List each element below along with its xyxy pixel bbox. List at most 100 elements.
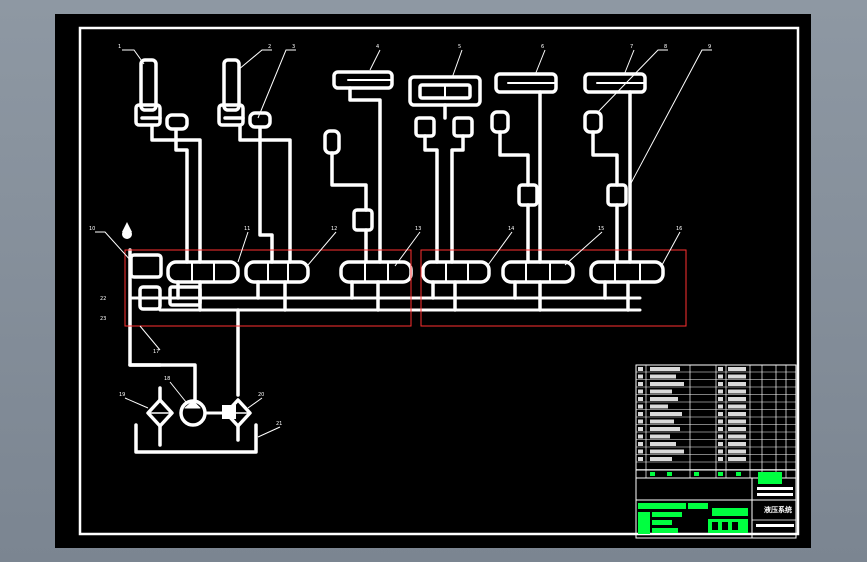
leader-label-15: 15 xyxy=(598,226,604,232)
revision-block xyxy=(758,472,782,484)
parts-list-entry-mark xyxy=(650,427,680,431)
leader-label-23: 23 xyxy=(100,316,106,322)
parts-list-index-mark xyxy=(638,434,643,439)
parts-list-qty-mark xyxy=(718,449,723,454)
parts-list-name-mark xyxy=(728,397,746,401)
parts-list-name-mark xyxy=(728,367,746,371)
cylinder-3 xyxy=(332,70,394,90)
parts-list-grid xyxy=(645,365,787,478)
parts-list-name-mark xyxy=(728,389,746,394)
parts-list-index-mark xyxy=(638,412,643,416)
parts-list-name-mark xyxy=(728,412,746,416)
title-block: 液压系统 xyxy=(635,364,797,539)
parts-list-entry-mark xyxy=(650,367,680,371)
parts-list-entry-mark xyxy=(650,404,668,409)
valve-group-frame-left xyxy=(124,249,412,327)
leader-lines xyxy=(95,49,712,438)
leader-label-11: 11 xyxy=(244,226,250,232)
hydraulic-circuit xyxy=(128,58,665,454)
parts-list-qty-mark xyxy=(718,419,723,424)
parts-list-entry-mark xyxy=(650,449,684,454)
parts-list-name-mark xyxy=(728,434,746,439)
parts-list-qty-mark xyxy=(718,434,723,439)
leader-label-14: 14 xyxy=(508,226,514,232)
parts-list-index-mark xyxy=(638,442,643,446)
leader-label-16: 16 xyxy=(676,226,682,232)
cylinder-2 xyxy=(217,58,245,127)
parts-list-entry-mark xyxy=(650,434,670,439)
parts-list-entry-mark xyxy=(650,382,684,386)
leader-label-18: 18 xyxy=(164,376,170,382)
leader-label-5: 5 xyxy=(458,44,461,50)
drawing-title: 液压系统 xyxy=(764,505,792,514)
parts-list-name-mark xyxy=(728,419,746,424)
parts-list-entry-mark xyxy=(650,389,672,394)
leader-label-6: 6 xyxy=(541,44,544,50)
drawing-number-mark xyxy=(756,524,794,527)
parts-list-qty-mark xyxy=(718,412,723,416)
parts-list-index-mark xyxy=(638,419,643,424)
leader-label-19: 19 xyxy=(119,392,125,398)
parts-list-qty-mark xyxy=(718,457,723,461)
signature-block-gaps xyxy=(712,522,738,530)
pressure-gauge-valve xyxy=(138,285,162,311)
parts-list-entry-mark xyxy=(650,457,672,461)
leader-label-17: 17 xyxy=(153,349,159,355)
parts-list-qty-mark xyxy=(718,382,723,386)
accumulator-body xyxy=(122,229,132,239)
leader-label-20: 20 xyxy=(258,392,264,398)
cylinder-1 xyxy=(134,58,162,127)
parts-list-name-mark xyxy=(728,449,746,454)
valve-group-frame-right xyxy=(420,249,687,327)
leader-label-7: 7 xyxy=(630,44,633,50)
parts-list-entry-mark xyxy=(650,412,682,416)
leader-label-2: 2 xyxy=(268,44,271,50)
leader-labels: 1 2 3 4 5 6 7 8 9 10 11 12 13 14 15 16 1… xyxy=(89,44,711,427)
parts-list-name-mark xyxy=(728,404,746,409)
parts-list-index-mark xyxy=(638,374,643,379)
parts-list-entry-mark xyxy=(650,397,678,401)
cylinder-5 xyxy=(494,72,558,94)
leader-label-3: 3 xyxy=(292,44,295,50)
accumulator-icon xyxy=(122,222,132,232)
parts-list-name-mark xyxy=(728,382,746,386)
pressure-valve-a xyxy=(352,208,374,232)
leader-label-22: 22 xyxy=(100,296,106,302)
leader-label-8: 8 xyxy=(664,44,667,50)
parts-list-entries xyxy=(638,367,684,461)
parts-list-qty-mark xyxy=(718,442,723,446)
unloading-valve xyxy=(168,285,202,307)
parts-list-name-mark xyxy=(728,457,746,461)
parts-list-qty-mark xyxy=(718,389,723,394)
leader-label-1: 1 xyxy=(118,44,121,50)
sheet-border xyxy=(78,26,800,536)
parts-list-name-mark xyxy=(728,442,746,446)
parts-list-qty-mark xyxy=(718,427,723,431)
oil-tank xyxy=(134,423,258,454)
parts-list-index-mark xyxy=(638,389,643,394)
parts-list-index-mark xyxy=(638,367,643,371)
leader-label-10: 10 xyxy=(89,226,95,232)
parts-list-entry-mark xyxy=(650,442,676,446)
parts-list-qty-mark xyxy=(718,374,723,379)
parts-list-qty-mark xyxy=(718,397,723,401)
parts-list-index-mark xyxy=(638,449,643,454)
parts-list-name-mark xyxy=(728,374,746,379)
parts-list-header-marks xyxy=(650,472,741,476)
parts-list-qty-mark xyxy=(718,367,723,371)
parts-list-qty-mark xyxy=(718,404,723,409)
leader-label-4: 4 xyxy=(376,44,379,50)
parts-list-index-mark xyxy=(638,397,643,401)
leader-label-9: 9 xyxy=(708,44,711,50)
school-name-marks xyxy=(757,487,793,496)
parts-list-entries-right xyxy=(718,367,746,461)
parts-list-index-mark xyxy=(638,382,643,386)
leader-label-12: 12 xyxy=(331,226,337,232)
parts-list-entry-mark xyxy=(650,419,674,424)
parts-list-index-mark xyxy=(638,457,643,461)
parts-list-index-mark xyxy=(638,404,643,409)
parts-list-name-mark xyxy=(728,427,746,431)
leader-label-13: 13 xyxy=(415,226,421,232)
parts-list-index-mark xyxy=(638,427,643,431)
